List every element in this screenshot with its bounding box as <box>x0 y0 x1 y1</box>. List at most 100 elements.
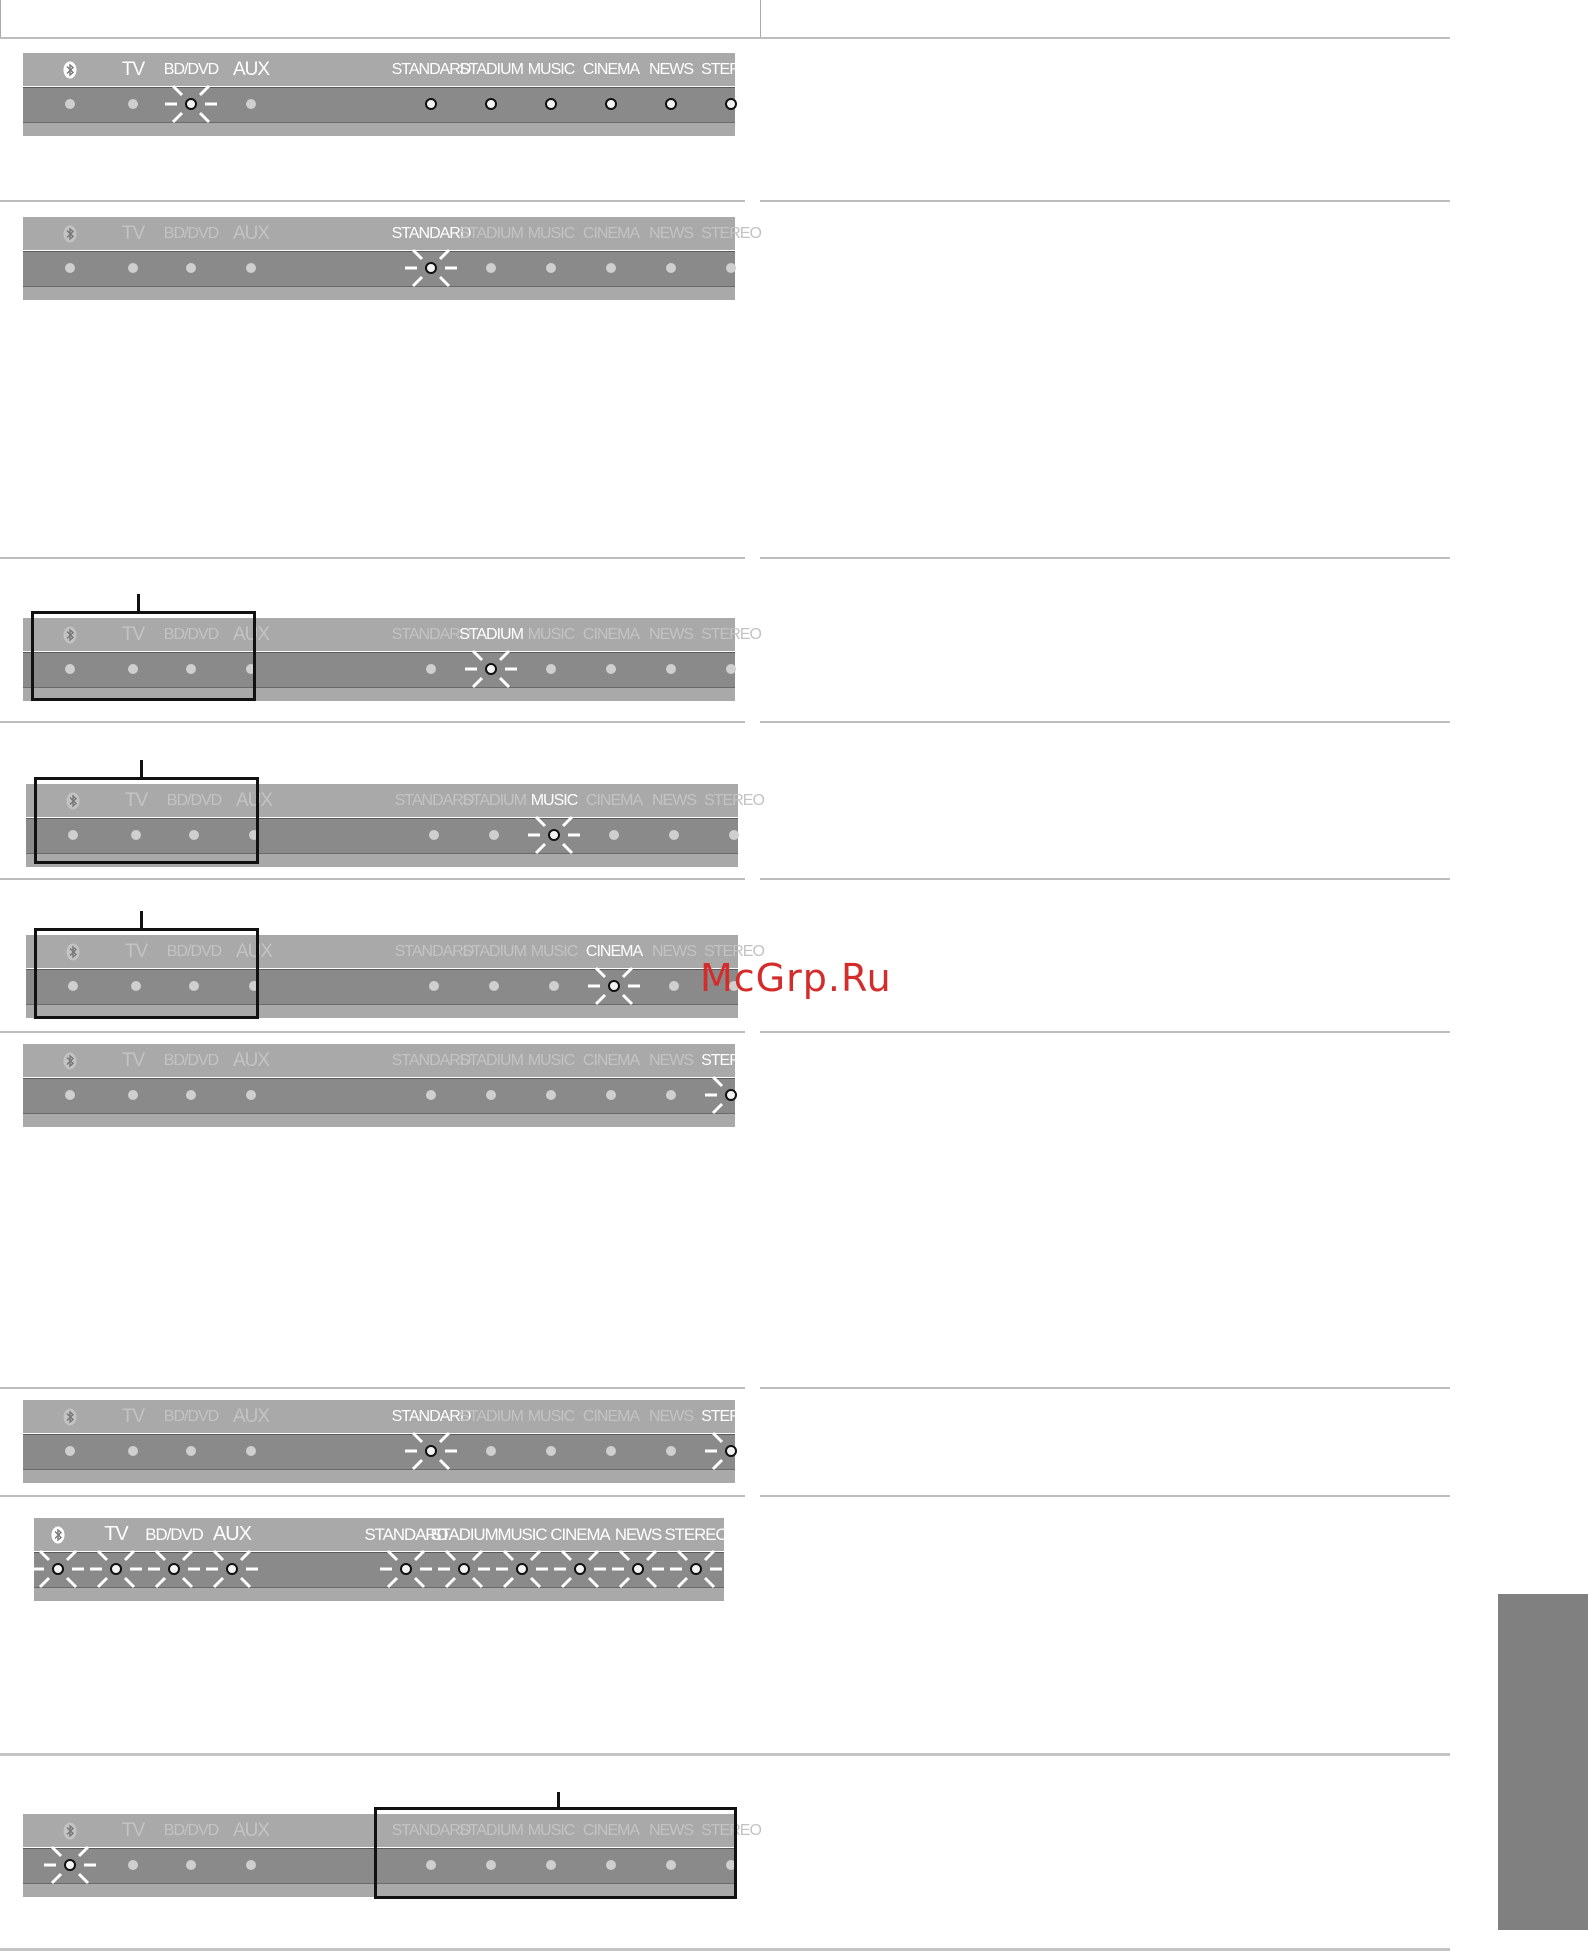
label-stereo: STEREO <box>701 1822 762 1839</box>
label-tv: TV <box>121 59 145 80</box>
panel-base <box>23 1883 735 1897</box>
label-music: MUSIC <box>527 626 576 643</box>
led-dot <box>246 263 256 273</box>
label-stadium: STADIUM <box>459 1822 524 1839</box>
label-tv: TV <box>121 1050 145 1071</box>
label-music: MUSIC <box>527 1822 576 1839</box>
panel-base <box>34 1587 724 1601</box>
section-divider <box>760 1495 1450 1497</box>
label-stadium: STADIUM <box>459 1408 524 1425</box>
section-divider <box>0 37 760 39</box>
bracket-pointer <box>557 1792 560 1807</box>
label-news: NEWS <box>649 225 694 242</box>
led-dot <box>486 263 496 273</box>
label-tv: TV <box>121 1406 145 1427</box>
led-flash <box>670 1549 722 1589</box>
page-frame-center <box>760 0 761 37</box>
section-divider <box>0 1031 745 1033</box>
label-tv: TV <box>121 624 145 645</box>
led-dot <box>68 981 78 991</box>
led-dot <box>606 263 616 273</box>
led-dot <box>65 1446 75 1456</box>
led-dot <box>729 981 739 991</box>
label-bddvd: BD/DVD <box>166 792 222 809</box>
label-tv: TV <box>121 1820 145 1841</box>
bluetooth-icon <box>63 626 77 649</box>
label-music: MUSIC <box>527 1408 576 1425</box>
label-bddvd: BD/DVD <box>145 1525 203 1544</box>
label-stadium: STADIUM <box>459 1052 524 1069</box>
led-dot <box>246 1860 256 1870</box>
led-flash <box>206 1549 258 1589</box>
label-news: NEWS <box>614 1525 662 1544</box>
label-music: MUSIC <box>530 792 579 809</box>
bluetooth-icon <box>51 1526 65 1549</box>
label-stereo: STEREO <box>704 943 765 960</box>
section-divider <box>0 557 745 559</box>
section-divider <box>0 1387 745 1389</box>
led-dot <box>606 1860 616 1870</box>
label-news: NEWS <box>649 1052 694 1069</box>
label-tv: TV <box>121 223 145 244</box>
label-stereo: STEREO <box>701 1052 762 1069</box>
led-dot <box>729 830 739 840</box>
led-flash <box>705 1431 757 1471</box>
section-divider <box>760 37 1450 39</box>
led-dot <box>606 1446 616 1456</box>
led-strip <box>23 1848 735 1883</box>
label-stadium: STADIUM <box>459 225 524 242</box>
bracket-pointer <box>140 760 143 777</box>
led-flash <box>588 966 640 1006</box>
label-strip <box>26 784 738 817</box>
label-stereo: STEREO <box>704 792 765 809</box>
label-stereo: STEREO <box>701 1408 762 1425</box>
label-stereo: STEREO <box>701 61 762 78</box>
label-standard: STANDARD <box>394 792 475 809</box>
label-cinema: CINEMA <box>585 792 643 809</box>
label-bddvd: BD/DVD <box>163 1052 219 1069</box>
led-dot <box>609 830 619 840</box>
section-divider <box>760 1387 1450 1389</box>
led-flash <box>148 1549 200 1589</box>
label-bddvd: BD/DVD <box>163 626 219 643</box>
label-stadium: STADIUM <box>462 792 527 809</box>
bluetooth-icon <box>63 1408 77 1431</box>
led-dot <box>726 1860 736 1870</box>
section-divider <box>0 1948 1450 1951</box>
watermark: McGrp.Ru <box>700 956 892 1000</box>
led-ring <box>545 98 557 110</box>
led-dot <box>549 981 559 991</box>
led-strip <box>23 652 735 687</box>
label-news: NEWS <box>649 1822 694 1839</box>
section-divider <box>0 200 745 202</box>
label-stadium: STADIUM <box>459 61 524 78</box>
led-ring <box>605 98 617 110</box>
label-bddvd: BD/DVD <box>163 61 219 78</box>
led-dot <box>486 1090 496 1100</box>
label-standard: STANDARD <box>391 1408 472 1425</box>
led-dot <box>128 664 138 674</box>
led-flash <box>44 1845 96 1885</box>
label-news: NEWS <box>649 626 694 643</box>
led-dot <box>186 263 196 273</box>
led-strip <box>23 1434 735 1469</box>
bluetooth-icon <box>63 1052 77 1075</box>
section-divider <box>760 200 1450 202</box>
led-dot <box>186 664 196 674</box>
label-aux: AUX <box>213 1523 252 1545</box>
label-strip <box>26 935 738 968</box>
label-aux: AUX <box>232 624 270 645</box>
page-frame-left <box>0 0 1 37</box>
led-dot <box>669 981 679 991</box>
led-dot <box>546 263 556 273</box>
led-flash <box>528 815 580 855</box>
led-dot <box>669 830 679 840</box>
